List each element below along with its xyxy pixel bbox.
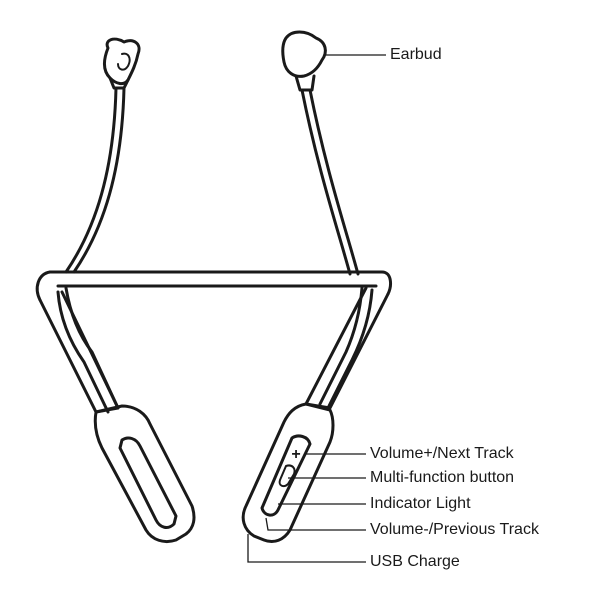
left-earbud [103,37,141,90]
usb-charge-label: USB Charge [370,553,460,570]
right-arm [241,286,390,544]
leader-lines [247,54,386,563]
right-cable [300,88,360,276]
earbud-label: Earbud [390,46,442,63]
left-cable [64,86,126,274]
leader-usb [247,534,366,563]
right-earbud [281,30,327,92]
left-arm [38,290,196,544]
multi-function-label: Multi-function button [370,469,515,486]
volume-down-label: Volume-/Previous Track [370,521,539,538]
leader-volume-down [265,517,366,531]
plus-icon: + [291,446,300,463]
volume-up-label: Volume+/Next Track [370,445,514,462]
indicator-light-label: Indicator Light [370,495,471,512]
